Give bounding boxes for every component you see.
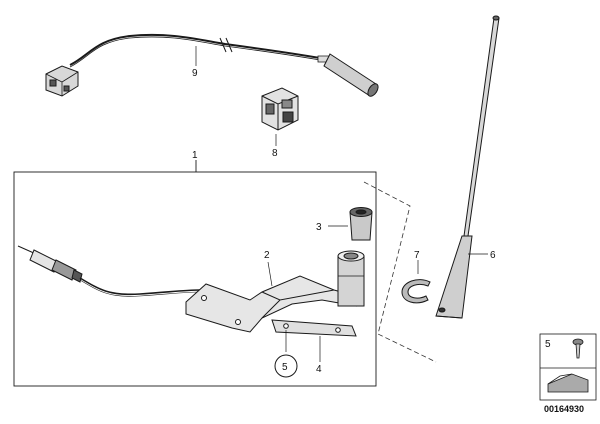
- connector-left: [45, 65, 79, 97]
- cable-assembly-9: [45, 33, 379, 97]
- mount-tube: [337, 250, 365, 307]
- antenna-mast-6: [435, 15, 500, 319]
- antenna-lead-plug: [17, 245, 201, 297]
- label-part-7: 7: [414, 250, 420, 261]
- connector-block-8: [261, 87, 299, 146]
- legend-label-5: 5: [545, 339, 551, 350]
- sleeve-3: [328, 207, 373, 241]
- connector-right: [317, 53, 379, 97]
- label-part-3: 3: [316, 222, 322, 233]
- label-part-8: 8: [272, 148, 278, 159]
- circle-marker-5: [274, 330, 298, 378]
- plate-4: [271, 319, 357, 362]
- dashed-leaders: [363, 181, 437, 363]
- screw-icon: [572, 338, 584, 359]
- label-part-6: 6: [490, 250, 496, 261]
- clip-ring-7: [401, 260, 431, 304]
- bracket-2: [185, 261, 357, 333]
- cover-wedge-icon: [547, 373, 589, 393]
- label-part-9: 9: [192, 68, 198, 79]
- label-part-2: 2: [264, 250, 270, 261]
- label-part-1: 1: [192, 150, 198, 161]
- label-part-4: 4: [316, 364, 322, 375]
- legend-box: [539, 333, 597, 401]
- label-part-5: 5: [282, 362, 288, 373]
- document-number: 00164930: [544, 404, 584, 414]
- assembly-frame-1: [13, 160, 377, 387]
